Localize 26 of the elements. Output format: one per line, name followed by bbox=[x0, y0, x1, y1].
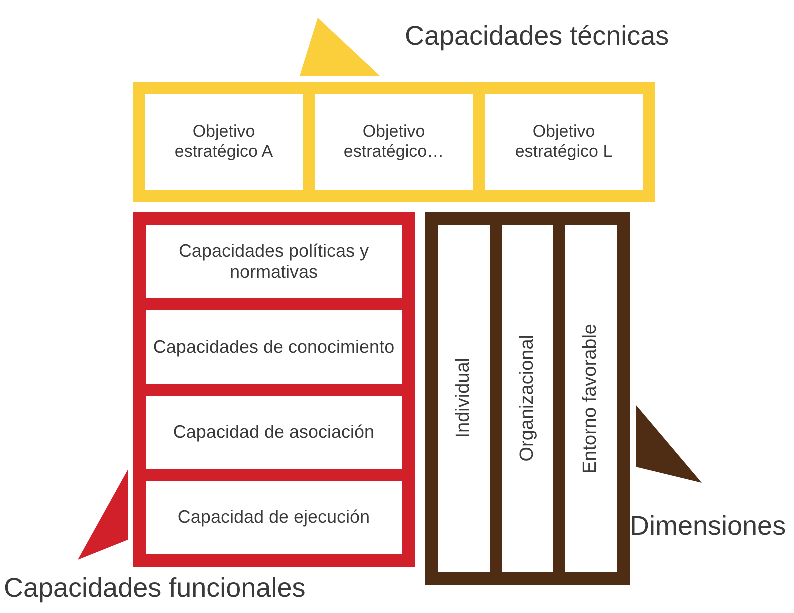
capacity-strip bbox=[146, 225, 402, 298]
face-heading: Capacidades técnicas bbox=[405, 20, 670, 52]
strip-label: Capacidades de conocimiento bbox=[153, 336, 395, 358]
strip-label: Capacidad de asociación bbox=[173, 422, 375, 442]
strip-label: Objetivo estratégico L bbox=[514, 122, 614, 162]
capacity-strip bbox=[146, 396, 402, 469]
pennant-flag bbox=[636, 405, 702, 483]
capacity-strip bbox=[438, 225, 490, 572]
capacity-strip bbox=[315, 94, 473, 190]
strip-label: Organizacional bbox=[516, 335, 538, 462]
strip-label: Capacidades políticas y normativas bbox=[178, 240, 370, 282]
capacity-strip bbox=[146, 310, 402, 384]
pennant-flag bbox=[300, 18, 380, 76]
strip-label: Objetivo estratégico A bbox=[174, 122, 274, 162]
strip-label: Capacidad de ejecución bbox=[178, 507, 370, 528]
capacity-strip bbox=[485, 94, 643, 190]
face-heading: Capacidades funcionales bbox=[4, 572, 306, 604]
capacity-strip bbox=[502, 225, 554, 572]
strip-label: Individual bbox=[452, 358, 475, 439]
capacity-strip bbox=[145, 94, 303, 190]
pennant-flag bbox=[78, 470, 128, 560]
capacity-strip bbox=[146, 480, 402, 554]
strip-label: Entorno favorable bbox=[580, 324, 602, 474]
strip-label: Objetivo estratégico… bbox=[342, 122, 446, 162]
capacity-strip bbox=[565, 225, 618, 572]
face-heading: Dimensiones bbox=[630, 510, 786, 542]
